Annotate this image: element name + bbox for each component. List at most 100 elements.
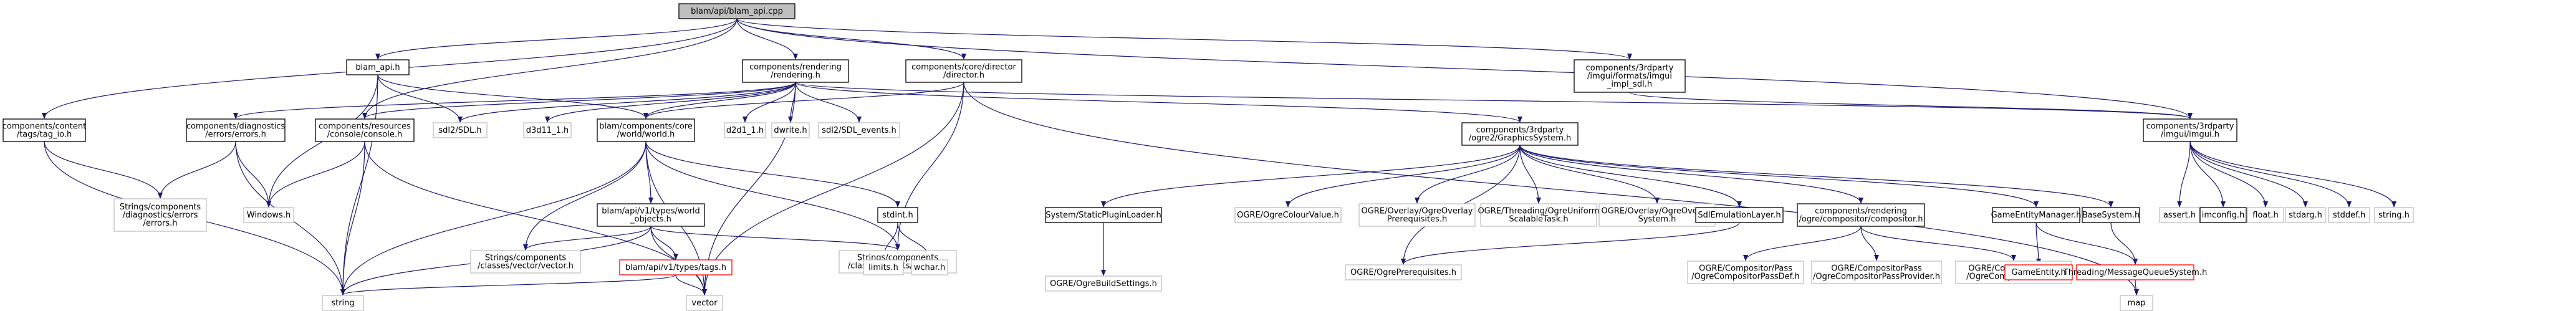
node-stddef-h: stddef.h xyxy=(2328,207,2370,223)
edge-imgui_h-to-assert_h xyxy=(2177,141,2191,208)
node-box xyxy=(2004,264,2073,280)
node-base-system-h[interactable]: BaseSystem.h xyxy=(2082,207,2140,223)
node-world-objects-h[interactable]: blam/api/v1/types/world_objects.h xyxy=(597,203,705,227)
node-sdl-emulation-layer-h[interactable]: SdlEmulationLayer.h xyxy=(1695,207,1784,223)
node-message-queue-h[interactable]: Threading/MessageQueueSystem.h xyxy=(2063,264,2207,280)
node-label-line: Windows.h xyxy=(247,211,291,220)
node-box xyxy=(742,59,849,83)
node-box xyxy=(1045,275,1162,292)
edge-graphics_system_h-to-sdl_emulation_layer_h xyxy=(1519,145,1742,208)
node-imgui-h[interactable]: components/3rdparty/imgui/imgui.h xyxy=(2143,118,2237,142)
edge-compositor_h-to-ogre_pass_provider_h xyxy=(1860,226,1879,261)
node-stdint-h[interactable]: stdint.h xyxy=(877,207,918,223)
node-ogre-pass-provider-h: OGRE/CompositorPass/OgreCompositorPassPr… xyxy=(1811,261,1942,284)
node-compositor-h[interactable]: components/rendering/ogre/compositor/com… xyxy=(1797,203,1925,227)
edge-imgui_h-to-imconfig_h xyxy=(2189,141,2226,208)
node-label-line: SdlEmulationLayer.h xyxy=(1698,211,1781,220)
node-imgui-impl-sdl-h[interactable]: components/3rdparty/imgui/formats/imgui_… xyxy=(1574,59,1686,93)
edge-root-to-imgui_impl_sdl_h xyxy=(736,18,1632,60)
node-strings-vector-h: Strings/components/classes/vector/vector… xyxy=(470,250,581,274)
node-box xyxy=(1480,203,1597,227)
node-sdl-h: sdl2/SDL.h xyxy=(433,122,488,138)
edge-graphics_system_h-to-ogre_overlay_prereq_h xyxy=(1415,145,1521,204)
node-label-line: Strings/components xyxy=(485,254,566,263)
edge-rendering_h-to-d3d11_1_h xyxy=(545,82,796,123)
node-label-line: /console/console.h xyxy=(327,130,403,140)
node-label-line: limits.h xyxy=(868,263,898,272)
edge-graphics_system_h-to-base_system_h xyxy=(1519,145,2113,208)
node-box xyxy=(724,122,766,138)
edge-rendering_h-to-console_h xyxy=(362,82,796,119)
node-label-line: OGRE/OgreColourValue.h xyxy=(1237,211,1339,220)
edge-world_h-to-stdint_h xyxy=(645,141,900,208)
node-assert-h: assert.h xyxy=(2159,207,2200,223)
node-box xyxy=(2374,207,2414,223)
node-strings-errors-h: Strings/components/diagnostics/errors/er… xyxy=(113,198,207,232)
node-label-line: stdint.h xyxy=(882,211,913,220)
node-graphics-system-h[interactable]: components/3rdparty/ogre2/GraphicsSystem… xyxy=(1461,122,1579,146)
node-world-h[interactable]: blam/components/core/world/world.h xyxy=(597,118,695,142)
node-game-entity-manager-h[interactable]: GameEntityManager.h xyxy=(1991,207,2082,223)
node-label-line: /director.h xyxy=(943,71,984,80)
node-box xyxy=(1687,261,1804,284)
node-label-line: /world/world.h xyxy=(617,130,675,140)
node-box xyxy=(523,122,572,138)
node-label-line: GameEntityManager.h xyxy=(1991,211,2082,220)
node-box xyxy=(1811,261,1942,284)
node-tag-io-h[interactable]: components/content/tags/tag_io.h xyxy=(2,118,86,142)
edge-errors_h-to-windows_h xyxy=(235,141,271,208)
edge-imgui_h-to-float_h xyxy=(2189,141,2268,208)
node-label-line: /classes/vector/vector.h xyxy=(478,262,574,271)
node-label-line: d2d1_1.h xyxy=(726,126,764,135)
node-box xyxy=(1234,207,1342,223)
node-imconfig-h[interactable]: imconfig.h xyxy=(2199,207,2247,223)
node-game-entity-h[interactable]: GameEntity.h xyxy=(2004,264,2073,280)
node-map: map xyxy=(2120,295,2153,311)
node-director-h[interactable]: components/core/director/director.h xyxy=(905,59,1022,83)
node-windows-h: Windows.h xyxy=(243,207,294,223)
node-float-h: float.h xyxy=(2247,207,2284,223)
edge-world_h-to-strings_events_h xyxy=(645,141,900,251)
node-label-line: /OgreCompositorPassDef.h xyxy=(1691,272,1799,282)
node-label-line: blam/api/v1/types/world xyxy=(602,207,699,216)
edge-root-to-rendering_h xyxy=(736,18,798,60)
node-errors-h[interactable]: components/diagnostics/errors/errors.h xyxy=(186,118,286,142)
node-box xyxy=(818,122,900,138)
node-static-plugin-loader-h[interactable]: System/StaticPluginLoader.h xyxy=(1045,207,1162,223)
node-label-line: d3d11_1.h xyxy=(526,126,569,135)
node-box xyxy=(597,203,705,227)
edge-root-to-director_h xyxy=(736,18,966,60)
node-label-line: /imgui/formats/imgui xyxy=(1587,72,1672,81)
node-label-line: components/rendering xyxy=(1815,207,1907,216)
node-label-line: OGRE/Overlay/OgreOverlay xyxy=(1362,207,1473,216)
node-rendering-h[interactable]: components/rendering/rendering.h xyxy=(742,59,849,83)
node-label-line: BaseSystem.h xyxy=(2082,211,2140,220)
node-box xyxy=(433,122,488,138)
edge-tags_h-to-vector xyxy=(675,274,707,295)
node-label-line: components/3rdparty xyxy=(2146,122,2234,132)
node-blam-api-h[interactable]: blam_api.h xyxy=(346,59,410,75)
node-ogre-colour-value-h: OGRE/OgreColourValue.h xyxy=(1234,207,1342,223)
node-box xyxy=(315,118,415,142)
node-console-h[interactable]: components/resources/console/console.h xyxy=(315,118,415,142)
node-box xyxy=(2,118,86,142)
node-box xyxy=(2285,207,2326,223)
node-label-line: dwrite.h xyxy=(774,126,807,135)
node-label-line: /imgui/imgui.h xyxy=(2161,130,2219,140)
node-box xyxy=(2199,207,2247,223)
node-label-line: imconfig.h xyxy=(2202,211,2244,220)
node-label-line: stddef.h xyxy=(2333,211,2365,220)
node-label-line: Strings/components xyxy=(120,203,201,212)
node-label-line: components/3rdparty xyxy=(1476,126,1564,135)
edge-rendering_h-to-graphics_system_h xyxy=(795,82,1522,123)
edge-blam_api_h-to-string xyxy=(340,74,378,295)
node-tags-h[interactable]: blam/api/v1/types/tags.h xyxy=(619,259,733,275)
edge-game_entity_manager_h-to-message_queue_h xyxy=(2035,222,2138,265)
node-label-line: map xyxy=(2128,299,2146,308)
edge-imgui_h-to-string_h xyxy=(2189,141,2396,208)
node-box xyxy=(597,118,695,142)
node-sdl-events-h: sdl2/SDL_events.h xyxy=(818,122,900,138)
node-label-line: components/diagnostics xyxy=(186,122,286,132)
node-label-line: OGRE/CompositorPass xyxy=(1831,264,1922,274)
